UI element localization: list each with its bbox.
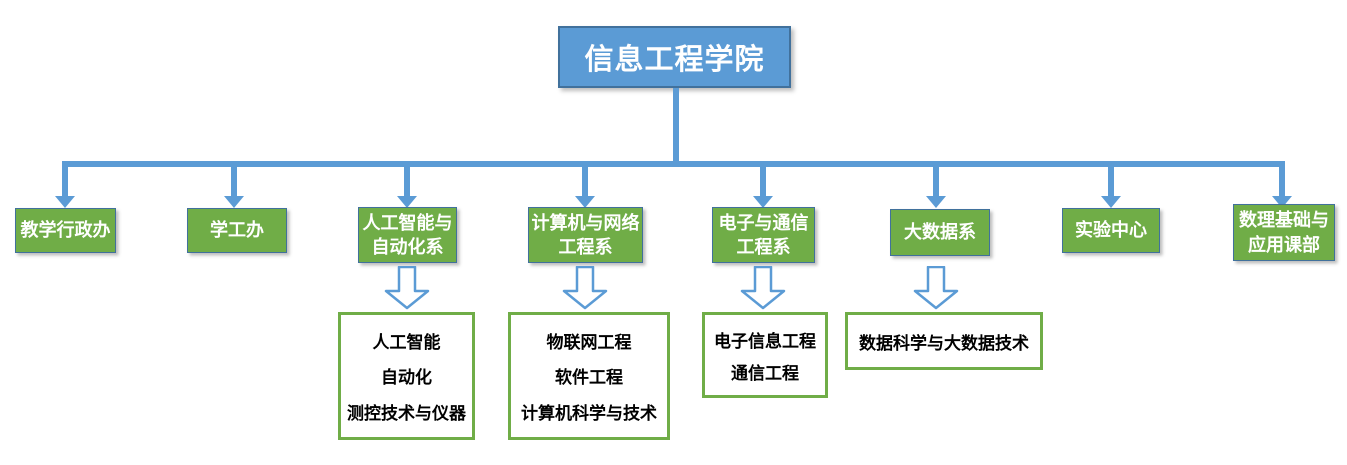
dept-node-teaching-admin-office: 教学行政办 <box>15 208 116 253</box>
connector-rail <box>62 161 1285 167</box>
program-item: 物联网工程 <box>546 333 632 353</box>
program-item: 电子信息工程 <box>714 331 816 351</box>
connector-arrow-stem <box>231 164 237 198</box>
connector-arrow-stem <box>582 164 588 198</box>
connector-arrow-stem <box>933 164 939 198</box>
program-item: 通信工程 <box>731 363 799 383</box>
connector-trunk <box>673 88 679 164</box>
dept-node-big-data: 大数据系 <box>890 209 990 256</box>
dept-node-lab-center: 实验中心 <box>1062 208 1160 253</box>
connector-arrow-stem <box>1108 164 1114 198</box>
connector-arrow-stem <box>1279 164 1285 198</box>
block-arrow-down-icon <box>562 266 608 310</box>
dept-node-label: 人工智能与 自动化系 <box>362 212 453 257</box>
connector-arrowhead-icon <box>55 196 75 208</box>
root-node-label: 信息工程学院 <box>584 44 765 76</box>
connector-arrowhead-icon <box>926 196 946 208</box>
connector-arrowhead-icon <box>224 196 244 208</box>
root-node: 信息工程学院 <box>558 26 791 88</box>
connector-arrowhead-icon <box>753 196 773 208</box>
program-box-electronics-communication: 电子信息工程 通信工程 <box>702 312 828 398</box>
dept-node-math-foundation: 数理基础与 应用课部 <box>1233 204 1335 261</box>
block-arrow-down-icon <box>740 266 786 310</box>
program-item: 自动化 <box>381 368 432 388</box>
connector-arrowhead-icon <box>1101 196 1121 208</box>
dept-node-ai-automation: 人工智能与 自动化系 <box>358 207 457 263</box>
dept-node-student-affairs-office: 学工办 <box>187 208 287 253</box>
dept-node-label: 数理基础与 应用课部 <box>1239 210 1329 255</box>
program-item: 人工智能 <box>372 333 441 353</box>
dept-node-computer-network-engineering: 计算机与网络 工程系 <box>528 207 643 263</box>
connector-arrow-stem <box>62 164 68 198</box>
dept-node-label: 实验中心 <box>1075 220 1147 241</box>
program-item: 测控技术与仪器 <box>347 403 466 423</box>
program-item: 软件工程 <box>555 368 623 388</box>
program-box-big-data: 数据科学与大数据技术 <box>845 312 1043 370</box>
connector-arrowhead-icon <box>397 196 417 208</box>
block-arrow-down-icon <box>913 266 959 310</box>
program-item: 数据科学与大数据技术 <box>859 333 1029 353</box>
dept-node-label: 大数据系 <box>904 222 976 243</box>
dept-node-electronics-communication: 电子与通信 工程系 <box>712 207 815 263</box>
program-box-ai-automation: 人工智能 自动化 测控技术与仪器 <box>338 312 475 440</box>
connector-arrowhead-icon <box>575 196 595 208</box>
program-item: 计算机科学与技术 <box>521 403 657 423</box>
block-arrow-down-icon <box>384 266 430 310</box>
dept-node-label: 电子与通信 工程系 <box>718 212 809 257</box>
connector-arrow-stem <box>404 164 410 198</box>
dept-node-label: 教学行政办 <box>20 220 111 241</box>
dept-node-label: 计算机与网络 工程系 <box>531 212 640 257</box>
connector-arrow-stem <box>760 164 766 198</box>
program-box-computer-network: 物联网工程 软件工程 计算机科学与技术 <box>508 312 670 440</box>
dept-node-label: 学工办 <box>210 220 264 241</box>
